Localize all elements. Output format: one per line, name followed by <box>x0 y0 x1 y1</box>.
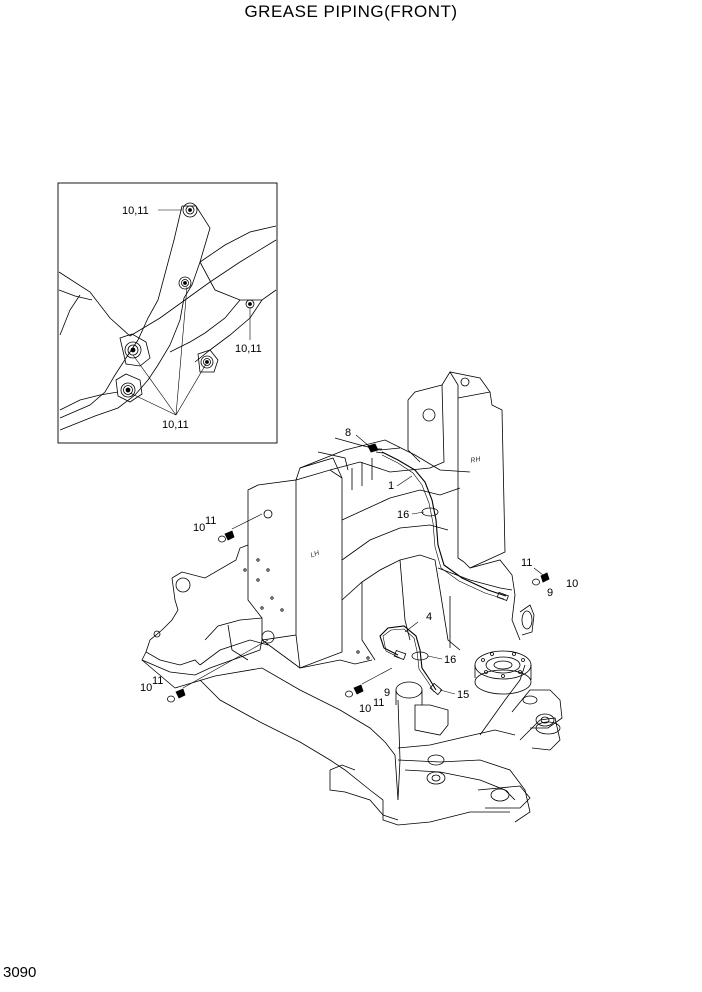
pin-circle <box>120 382 136 398</box>
callout-11-right: 11 <box>521 557 532 569</box>
main-frame-drawing: LH RH <box>141 371 563 826</box>
callout-16-top: 16 <box>397 509 409 521</box>
detail-frame <box>57 182 278 444</box>
callout-8: 8 <box>345 427 351 439</box>
grease-nipple <box>532 572 550 586</box>
grease-pipe-1 <box>381 451 507 597</box>
callout-9-mid: 9 <box>384 687 390 699</box>
page-number: 3090 <box>3 964 37 981</box>
grease-nipple <box>218 530 235 543</box>
detail-callout-right: 10,11 <box>235 343 262 355</box>
callout-9-right: 9 <box>547 587 553 599</box>
callout-15: 15 <box>457 689 469 701</box>
detail-callout-top: 10,11 <box>122 205 149 217</box>
detail-inset: 10,11 10,11 10,11 <box>57 182 278 444</box>
pin-circle <box>182 202 198 218</box>
callout-10-left-upper: 10 <box>193 522 205 534</box>
callout-16-mid: 16 <box>444 654 456 666</box>
lh-side-mark: LH <box>310 549 322 559</box>
callout-11-left-lower: 11 <box>152 675 163 687</box>
callout-1: 1 <box>388 480 394 492</box>
pin-circle <box>124 341 142 359</box>
callout-4: 4 <box>426 611 432 623</box>
detail-callout-bottom: 10,11 <box>162 419 189 431</box>
grease-nipple <box>167 688 186 703</box>
callout-10-right: 10 <box>566 578 578 590</box>
pin-circle <box>200 355 214 369</box>
rh-side-mark: RH <box>470 456 482 465</box>
page-title: GREASE PIPING(FRONT) <box>244 2 458 21</box>
callout-10-mid: 10 <box>359 703 371 715</box>
pin-circle <box>178 276 192 290</box>
callout-labels: 8 1 16 11 10 9 4 16 15 9 11 10 11 10 11 … <box>140 427 578 715</box>
grease-pipe-4 <box>379 625 437 691</box>
callout-11-mid: 11 <box>373 697 384 709</box>
callout-10-left-lower: 10 <box>140 682 152 694</box>
grease-nipple <box>345 684 364 698</box>
callout-11-left-upper: 11 <box>205 515 216 527</box>
